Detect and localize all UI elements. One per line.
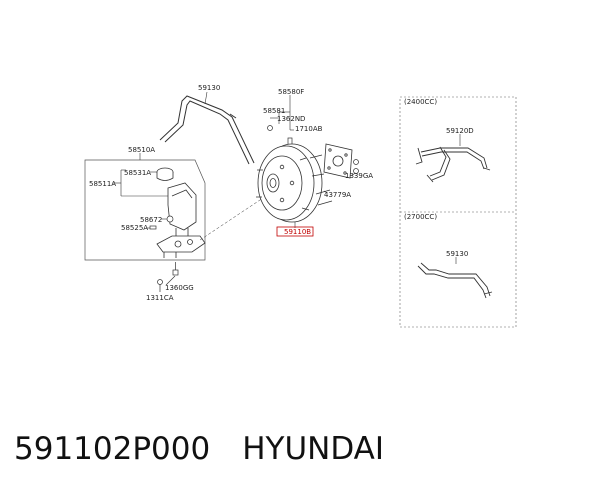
label-59110B[interactable]: 59110B bbox=[284, 228, 311, 236]
label-59130: 59130 bbox=[198, 84, 220, 92]
nut-1360GG bbox=[172, 262, 179, 276]
label-1311CA: 1311CA bbox=[146, 294, 174, 302]
leaders-reservoir bbox=[113, 169, 168, 197]
leader-59130 bbox=[204, 91, 208, 105]
label-58525A: 58525A bbox=[121, 224, 148, 232]
label-58581: 58581 bbox=[263, 107, 285, 115]
label-1362ND: 1362ND bbox=[277, 115, 305, 123]
label-58511A: 58511A bbox=[89, 180, 116, 188]
check-valve-fittings bbox=[267, 125, 293, 146]
leader-1360GG bbox=[165, 275, 176, 286]
footer-line: 591102P000 HYUNDAI bbox=[14, 424, 384, 474]
label-1360GG: 1360GG bbox=[165, 284, 194, 292]
reservoir-cap bbox=[156, 167, 174, 181]
master-cylinder bbox=[156, 235, 206, 258]
variant-2-label: (2700CC) bbox=[404, 213, 437, 221]
axis-centerline bbox=[199, 191, 273, 241]
variant-panel bbox=[399, 96, 517, 328]
small-seal-parts bbox=[149, 215, 174, 230]
label-1710AB: 1710AB bbox=[295, 125, 323, 133]
variant-1-label: (2400CC) bbox=[404, 98, 437, 106]
mounting-studs bbox=[309, 154, 359, 206]
variant-1-part: 59120D bbox=[446, 127, 474, 135]
brand-name: HYUNDAI bbox=[242, 431, 385, 467]
label-43779A: 43779A bbox=[324, 191, 351, 199]
label-58580F: 58580F bbox=[278, 88, 304, 96]
hose-59120D bbox=[415, 146, 491, 183]
highlight-box-59110B[interactable] bbox=[276, 226, 314, 237]
booster-gasket bbox=[323, 143, 353, 179]
label-58510A: 58510A bbox=[128, 146, 155, 154]
variant-2-part: 59130 bbox=[446, 250, 468, 258]
part-number: 591102P000 bbox=[14, 431, 211, 467]
reservoir-group bbox=[84, 159, 206, 261]
nut-1311CA bbox=[157, 279, 163, 292]
leader-1339GA bbox=[349, 172, 357, 177]
label-58672: 58672 bbox=[140, 216, 162, 224]
label-58531A: 58531A bbox=[124, 169, 151, 177]
leader-43779A bbox=[323, 190, 328, 194]
parts-diagram: 59130 58510A 58531A 58511A 58672 58525A bbox=[84, 84, 517, 328]
hose-59130-variant bbox=[417, 262, 493, 299]
reservoir-body bbox=[167, 182, 197, 238]
vacuum-hose-59130 bbox=[159, 95, 255, 165]
label-1339GA: 1339GA bbox=[345, 172, 373, 180]
leaders-58580F bbox=[270, 95, 294, 131]
brake-booster bbox=[256, 143, 323, 223]
